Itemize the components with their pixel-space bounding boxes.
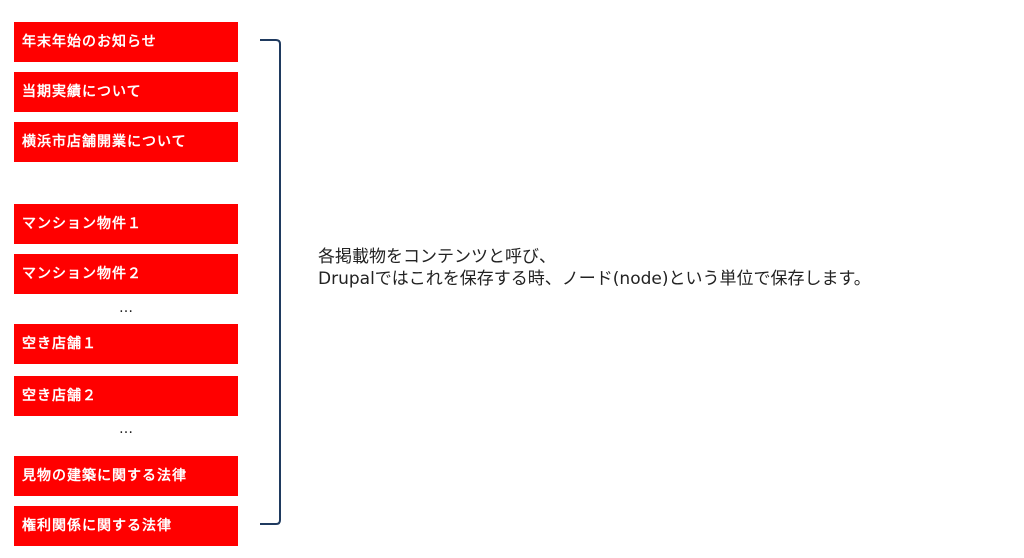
content-box-rights-law: 権利関係に関する法律	[14, 506, 238, 546]
content-box-current-results: 当期実績について	[14, 72, 238, 112]
content-box-vacant-store-2: 空き店舗２	[14, 376, 238, 416]
ellipsis-stores: …	[119, 421, 133, 437]
content-box-apartment-1: マンション物件１	[14, 204, 238, 244]
content-box-new-year-notice: 年末年始のお知らせ	[14, 22, 238, 62]
description-text: 各掲載物をコンテンツと呼び、 Drupalではこれを保存する時、ノード(node…	[318, 246, 871, 290]
description-line-1: 各掲載物をコンテンツと呼び、	[318, 247, 556, 267]
ellipsis-apartments: …	[119, 300, 133, 316]
description-line-2: Drupalではこれを保存する時、ノード(node)という単位で保存します。	[318, 269, 871, 289]
content-box-building-law: 見物の建築に関する法律	[14, 456, 238, 496]
content-box-vacant-store-1: 空き店舗１	[14, 324, 238, 364]
content-box-apartment-2: マンション物件２	[14, 254, 238, 294]
content-box-yokohama-store-opening: 横浜市店舗開業について	[14, 122, 238, 162]
right-bracket	[260, 39, 281, 525]
